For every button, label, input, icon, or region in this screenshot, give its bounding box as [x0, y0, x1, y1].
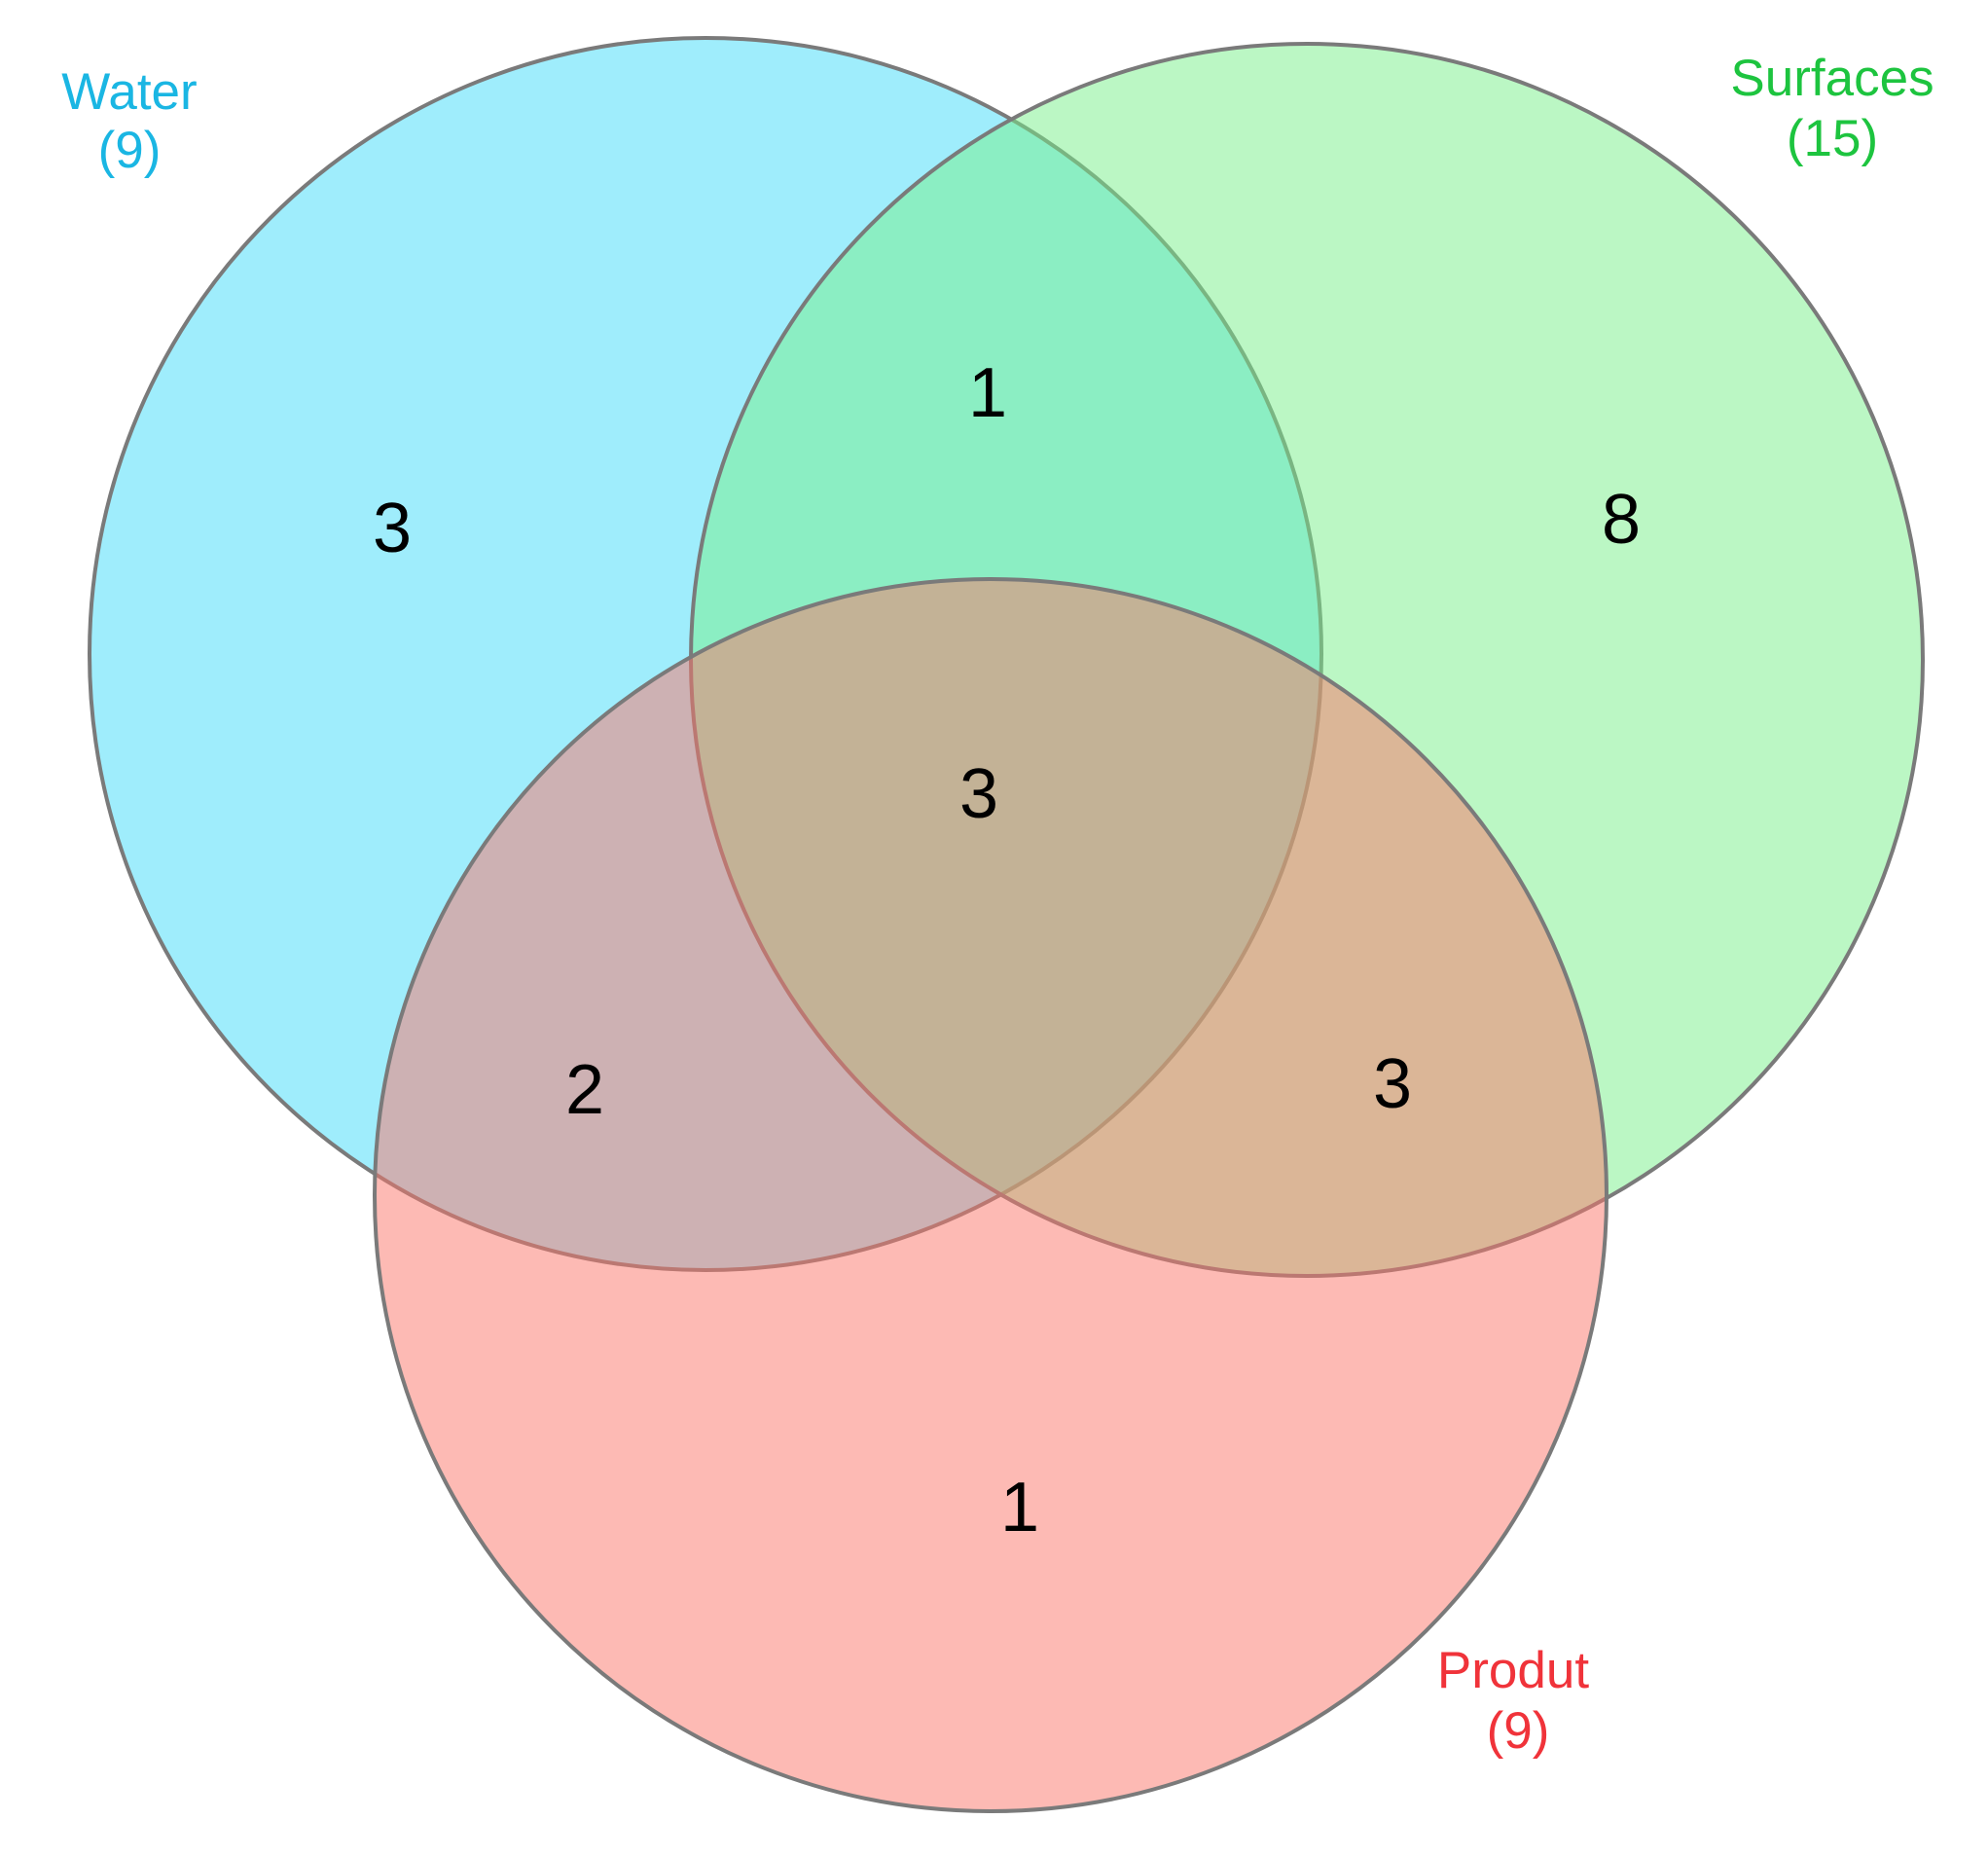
surfaces-set-name: Surfaces [1730, 50, 1934, 107]
produt-circle [373, 577, 1608, 1813]
region-count-surfaces-produt: 3 [1373, 1045, 1412, 1123]
surfaces-set-total: (15) [1787, 110, 1878, 167]
region-count-produt-only: 1 [1000, 1469, 1039, 1547]
water-set-name: Water [61, 63, 197, 121]
region-count-surfaces-only: 8 [1602, 481, 1641, 559]
region-count-all-three: 3 [959, 755, 998, 833]
region-count-water-only: 3 [373, 490, 412, 567]
produt-set-total: (9) [1487, 1702, 1550, 1760]
water-set-total: (9) [98, 122, 162, 179]
region-count-water-produt: 2 [565, 1051, 604, 1129]
produt-set-name: Produt [1437, 1642, 1589, 1699]
region-count-water-surfaces: 1 [968, 354, 1007, 432]
